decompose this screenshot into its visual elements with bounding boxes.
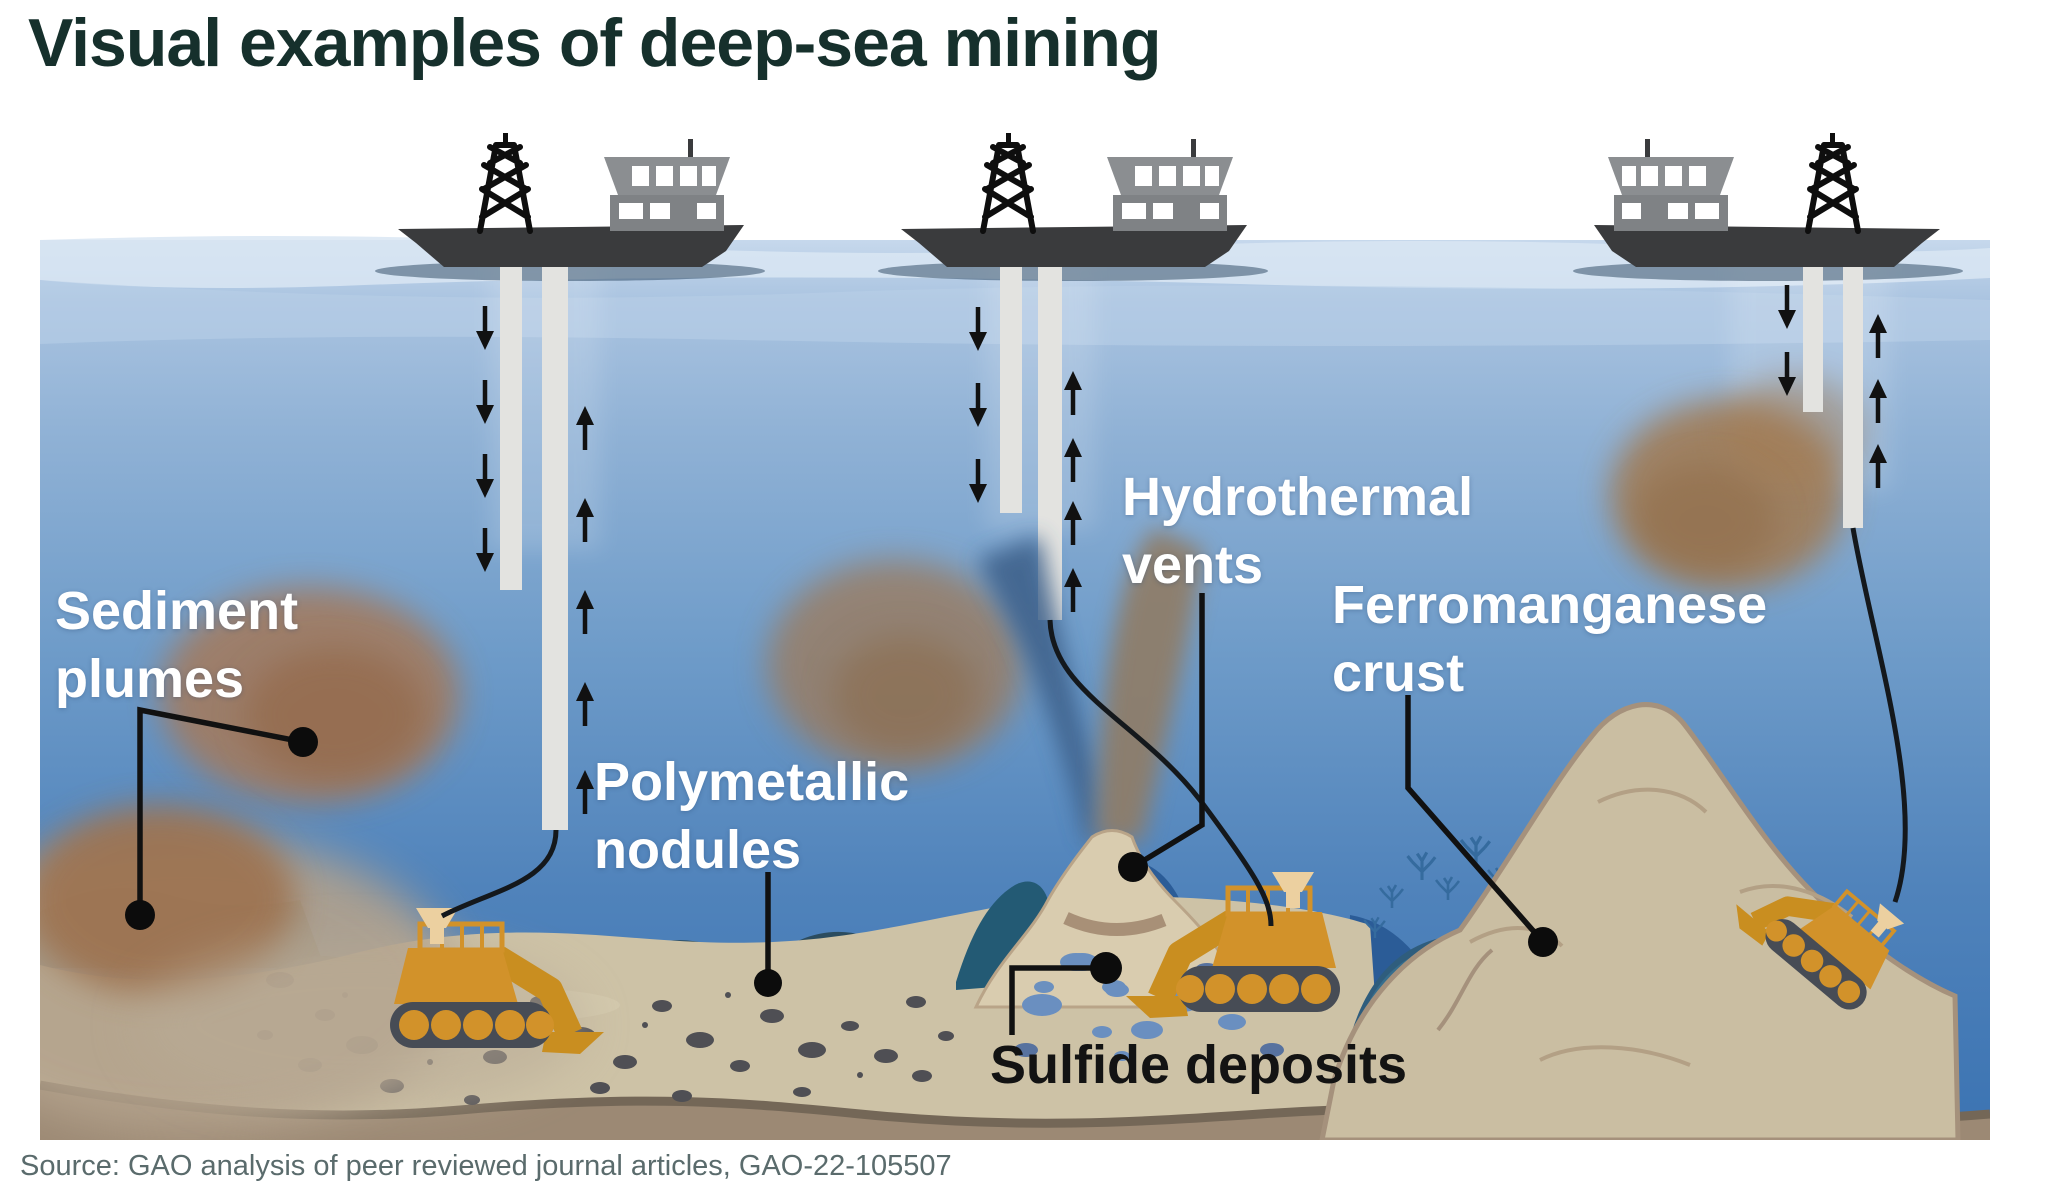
label-polymetallic-nodules: Polymetallic nodules xyxy=(594,752,910,881)
vent-smoke xyxy=(978,528,1204,842)
label-sulfide-deposits: Sulfide deposits xyxy=(990,1035,1408,1095)
survey-ship-icon xyxy=(901,133,1247,267)
sediment-plume-midwater xyxy=(767,560,1023,770)
label-ferromanganese-crust: Ferromanganese crust xyxy=(1332,575,1768,704)
leader-dots xyxy=(125,727,1558,997)
ferromanganese-mound-icon xyxy=(1319,702,1961,1140)
survey-ship-icon xyxy=(1594,133,1940,267)
label-sediment-plumes: Sediment plumes xyxy=(55,581,299,710)
deep-sea-mining-illustration xyxy=(40,100,1990,1140)
page-title: Visual examples of deep-sea mining xyxy=(28,5,1161,81)
umbilical-cable xyxy=(440,527,1908,927)
sediment-plume-midwater xyxy=(1610,375,1865,590)
label-hydrothermal-vents: Hydrothermal vents xyxy=(1122,467,1474,596)
source-citation: Source: GAO analysis of peer reviewed jo… xyxy=(20,1150,952,1182)
survey-ship-icon xyxy=(398,133,744,267)
leader-lines xyxy=(137,593,1546,1035)
